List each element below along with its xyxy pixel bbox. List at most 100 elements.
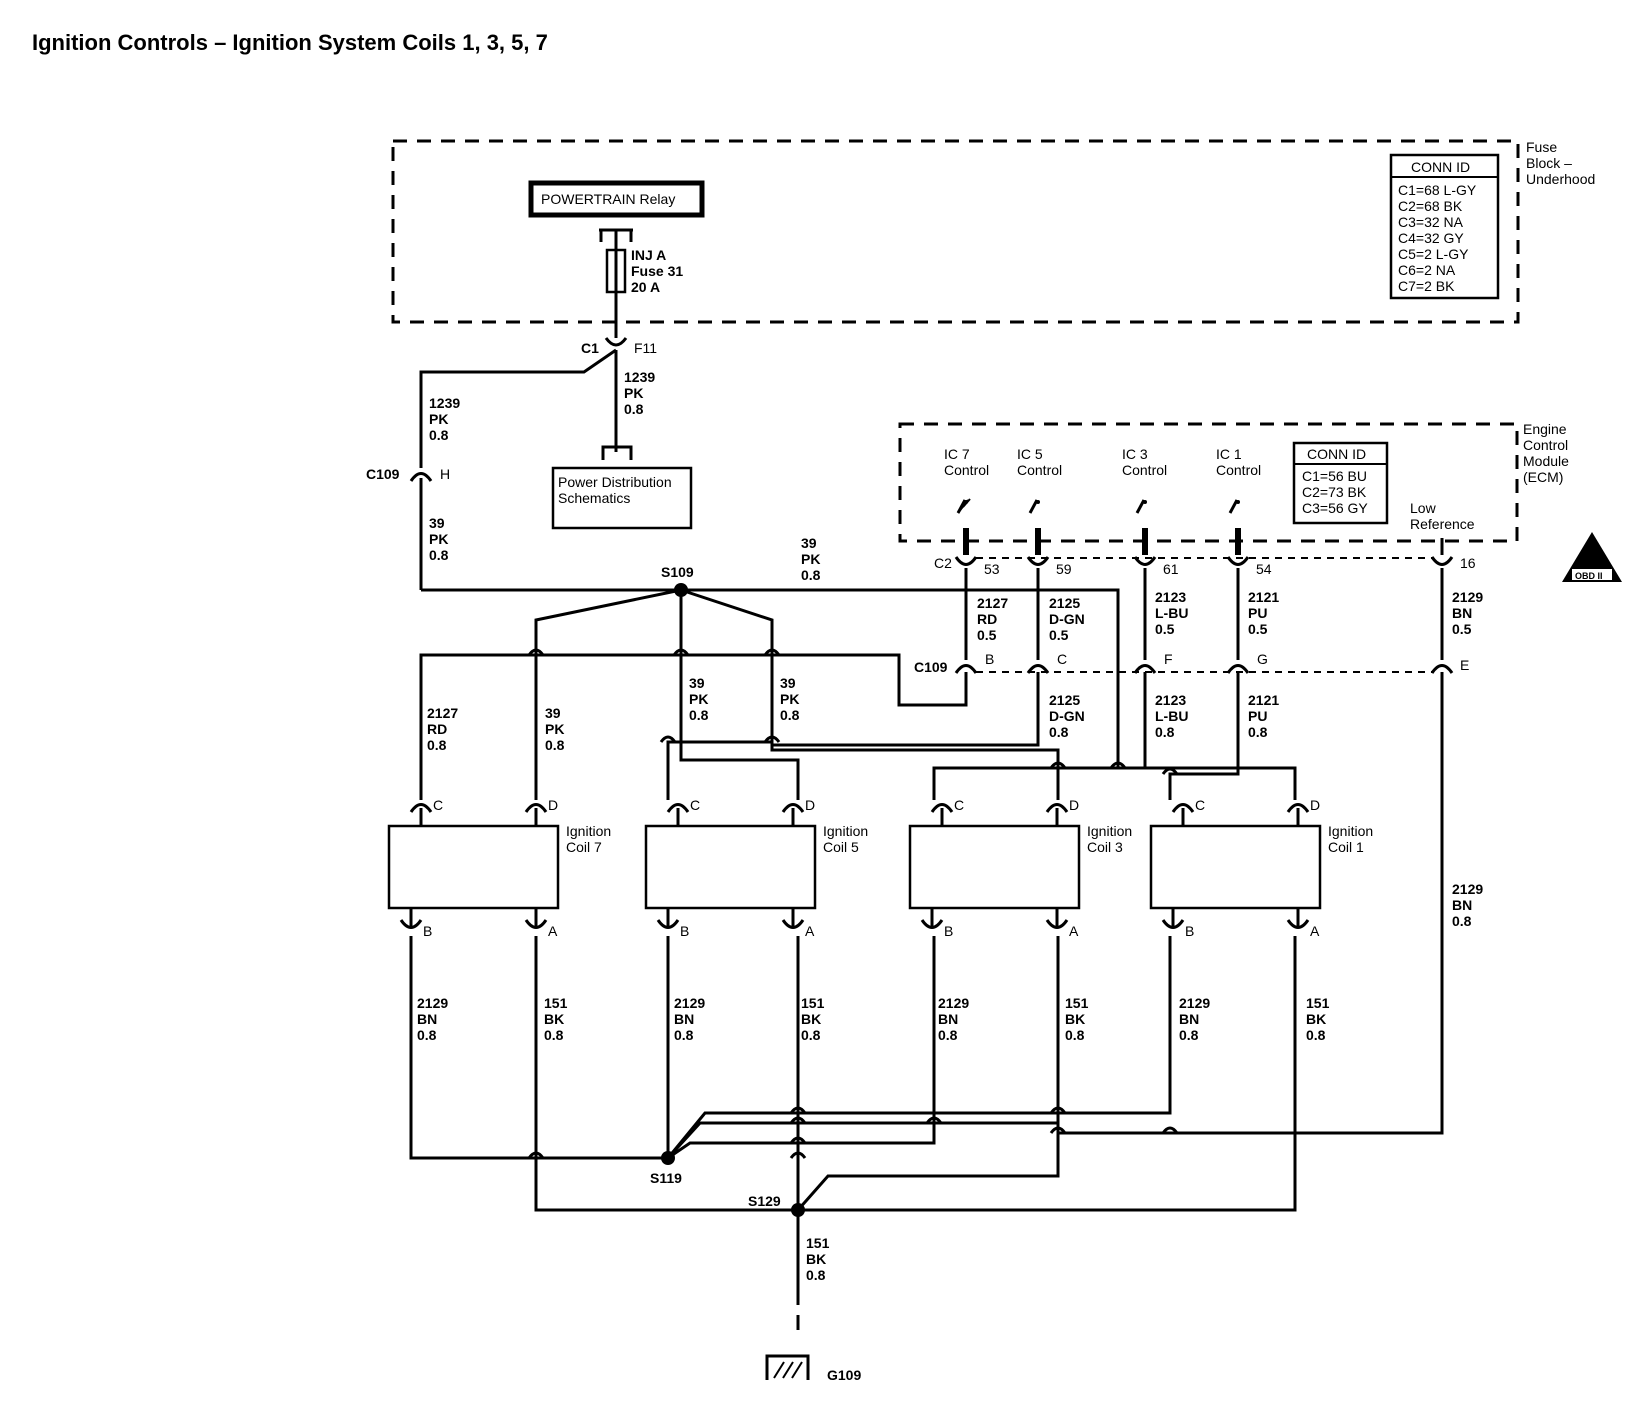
coil-pin-label: B xyxy=(1185,923,1194,939)
wire-label-2129: BN xyxy=(1179,1011,1199,1027)
coil-body xyxy=(644,824,817,910)
ecm-internal-wires xyxy=(963,528,1444,555)
svg-text:0.5: 0.5 xyxy=(1155,621,1175,637)
wire-label-2129: 2129 xyxy=(938,995,969,1011)
svg-text:BN: BN xyxy=(1452,605,1472,621)
svg-text:PK: PK xyxy=(429,531,448,547)
svg-text:C1=56 BU: C1=56 BU xyxy=(1302,468,1367,484)
wire-39-bus xyxy=(421,588,1230,770)
coil-pin-label: D xyxy=(1069,797,1079,813)
svg-text:0.8: 0.8 xyxy=(429,427,449,443)
coil-pin-label: A xyxy=(1310,923,1320,939)
svg-text:PK: PK xyxy=(780,691,799,707)
svg-text:G: G xyxy=(1257,651,1268,667)
wire-label-2123-upper: 2123 L-BU 0.5 xyxy=(1155,589,1188,637)
wire-label-2121-lower: 2121 PU 0.8 xyxy=(1248,692,1279,740)
coil-body xyxy=(1149,824,1322,910)
fuse-block-conn-id-table: CONN ID C1=68 L-GY C2=68 BK C3=32 NA C4=… xyxy=(1389,153,1500,300)
svg-text:2123: 2123 xyxy=(1155,589,1186,605)
svg-text:L-BU: L-BU xyxy=(1155,708,1188,724)
svg-text:0.8: 0.8 xyxy=(1452,913,1472,929)
splice-s119 xyxy=(661,1151,675,1165)
wire-label-2125-upper: 2125 D-GN 0.5 xyxy=(1049,595,1085,643)
coil-connector-a xyxy=(1286,919,1310,929)
coil-connector-d xyxy=(1286,803,1310,813)
svg-text:Reference: Reference xyxy=(1410,516,1475,532)
wire-label-39-coil5b: 39 PK 0.8 xyxy=(780,675,800,723)
wire-label-151: 151 xyxy=(1306,995,1330,1011)
svg-text:0.8: 0.8 xyxy=(545,737,565,753)
relay-contact-symbol xyxy=(599,228,633,250)
svg-text:IC 3: IC 3 xyxy=(1122,446,1148,462)
svg-text:Block –: Block – xyxy=(1526,155,1572,171)
svg-text:RD: RD xyxy=(977,611,997,627)
svg-text:2129: 2129 xyxy=(1452,589,1483,605)
coil-connector-d xyxy=(524,803,548,813)
wire-label-1239-left: 1239 PK 0.8 xyxy=(429,395,460,443)
connector-c109-h xyxy=(409,472,433,482)
ic5-control-label: IC 5 Control xyxy=(1017,446,1062,478)
svg-text:Fuse 31: Fuse 31 xyxy=(631,263,683,279)
coil-pin-label: A xyxy=(805,923,815,939)
svg-text:E: E xyxy=(1460,657,1469,673)
svg-text:PK: PK xyxy=(429,411,448,427)
svg-text:39: 39 xyxy=(780,675,796,691)
svg-text:C7=2 BK: C7=2 BK xyxy=(1398,278,1455,294)
svg-text:151: 151 xyxy=(806,1235,830,1251)
svg-text:2125: 2125 xyxy=(1049,692,1080,708)
svg-text:RD: RD xyxy=(427,721,447,737)
wire-label-39-coil5a: 39 PK 0.8 xyxy=(689,675,709,723)
s119-label: S119 xyxy=(650,1170,682,1186)
svg-text:CONN ID: CONN ID xyxy=(1307,446,1366,462)
wire-label-2121-upper: 2121 PU 0.5 xyxy=(1248,589,1279,637)
svg-text:16: 16 xyxy=(1460,555,1476,571)
svg-text:1239: 1239 xyxy=(624,369,655,385)
coil-pin-label: B xyxy=(944,923,953,939)
wire-label-39-coil7: 39 PK 0.8 xyxy=(545,705,565,753)
ic1-control-label: IC 1 Control xyxy=(1216,446,1261,478)
svg-text:IC 7: IC 7 xyxy=(944,446,970,462)
s109-fanout-wires xyxy=(534,588,1297,800)
wire-label-2123-lower: 2123 L-BU 0.8 xyxy=(1155,692,1188,740)
svg-text:BK: BK xyxy=(806,1251,826,1267)
g109-label: G109 xyxy=(827,1367,861,1383)
svg-text:IC 1: IC 1 xyxy=(1216,446,1242,462)
wire-label-151: 0.8 xyxy=(1306,1027,1326,1043)
coil-connector-b xyxy=(656,919,680,929)
wire-label-1239-right: 1239 PK 0.8 xyxy=(624,369,655,417)
svg-text:0.8: 0.8 xyxy=(1049,724,1069,740)
coil-name: Coil 3 xyxy=(1087,839,1123,855)
coil-name: Coil 1 xyxy=(1328,839,1364,855)
svg-text:Control: Control xyxy=(1216,462,1261,478)
coil-name: Coil 5 xyxy=(823,839,859,855)
coil-pin-label: D xyxy=(1310,797,1320,813)
wire-label-151: 151 xyxy=(544,995,568,1011)
wire-label-2129: 2129 xyxy=(674,995,705,1011)
svg-text:PU: PU xyxy=(1248,708,1267,724)
svg-text:F: F xyxy=(1164,651,1173,667)
coil-name: Ignition xyxy=(566,823,611,839)
svg-text:Engine: Engine xyxy=(1523,421,1567,437)
coil-pin-label: C xyxy=(1195,797,1205,813)
coil-pin-label: B xyxy=(423,923,432,939)
wire-label-2127-upper: 2127 RD 0.5 xyxy=(977,595,1008,643)
wire-label-151: 0.8 xyxy=(1065,1027,1085,1043)
ecm-label: Engine Control Module (ECM) xyxy=(1523,421,1569,485)
connector-c1-f11 xyxy=(604,337,628,347)
coil-pin-label: D xyxy=(805,797,815,813)
svg-text:61: 61 xyxy=(1163,561,1179,577)
splice-s129 xyxy=(791,1203,805,1217)
coil-pin-label: C xyxy=(433,797,443,813)
svg-text:39: 39 xyxy=(545,705,561,721)
svg-text:PK: PK xyxy=(624,385,643,401)
svg-text:39: 39 xyxy=(429,515,445,531)
coil-connector-b xyxy=(920,919,944,929)
powertrain-relay: POWERTRAIN Relay xyxy=(528,180,705,218)
coil-connector-c xyxy=(666,803,690,813)
svg-text:2127: 2127 xyxy=(977,595,1008,611)
svg-text:1239: 1239 xyxy=(429,395,460,411)
svg-text:PU: PU xyxy=(1248,605,1267,621)
wire-label-39-left: 39 PK 0.8 xyxy=(429,515,449,563)
